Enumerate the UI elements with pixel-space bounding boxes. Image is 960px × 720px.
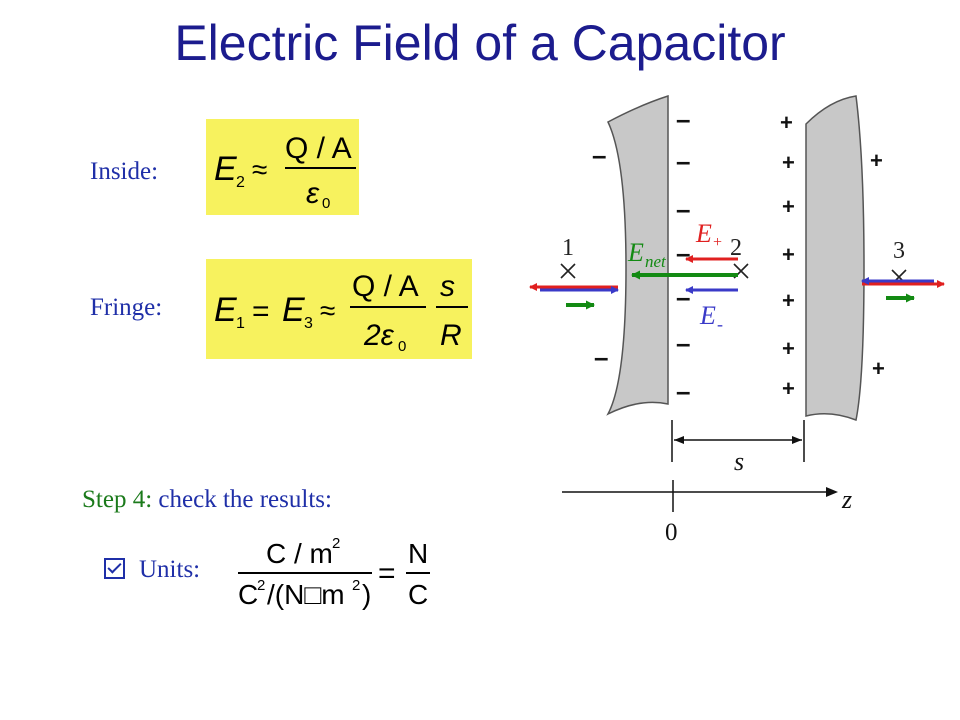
- e-net-sub: net: [645, 252, 667, 271]
- inside-approx: ≈: [252, 154, 267, 185]
- units-den-c-sup: 2: [257, 577, 265, 594]
- minus-charge: –: [676, 328, 690, 358]
- minus-charge: –: [676, 146, 690, 176]
- dimension-arrow-left-icon: [674, 436, 684, 444]
- fringe-approx: ≈: [320, 295, 335, 326]
- units-den-rest: /(N□m: [267, 579, 345, 610]
- plus-charge: +: [782, 376, 795, 401]
- e-minus-sub: -: [717, 314, 723, 334]
- fringe-den: 2ε: [363, 319, 395, 352]
- minus-charge: –: [676, 194, 690, 224]
- fringe-r: R: [440, 319, 462, 352]
- negative-plate: [606, 94, 669, 416]
- point-1-cross-icon: [560, 263, 576, 279]
- plus-charge: +: [782, 288, 795, 313]
- fringe-formula: E 1 = E 3 ≈ Q / A 2ε 0 s R: [214, 270, 468, 355]
- minus-charge: –: [592, 140, 606, 170]
- fringe-num: Q / A: [352, 270, 419, 303]
- minus-charge: –: [676, 104, 690, 134]
- minus-charge: –: [594, 342, 608, 372]
- origin-label: 0: [665, 519, 678, 546]
- e-minus-label: E: [699, 301, 716, 330]
- e-net-label: E: [627, 238, 644, 267]
- point-2-label: 2: [730, 235, 742, 261]
- fringe-den-sub: 0: [398, 338, 406, 355]
- plus-charge: +: [870, 148, 883, 173]
- plus-charge: +: [782, 336, 795, 361]
- minus-charge: –: [676, 282, 690, 312]
- units-num: C / m: [266, 538, 333, 569]
- inside-num: Q / A: [285, 132, 352, 165]
- slide-title: Electric Field of a Capacitor: [174, 15, 786, 71]
- units-den-m-sup: 2: [352, 577, 360, 594]
- fringe-s: s: [440, 270, 455, 303]
- units-den-c: C: [238, 579, 258, 610]
- inside-lhs: E: [214, 150, 237, 188]
- units-num-sup: 2: [332, 535, 340, 552]
- fringe-e3: E: [282, 291, 305, 329]
- positive-charges: + + + + + + + + +: [780, 110, 885, 401]
- e-plus-label: E: [695, 219, 712, 248]
- z-axis-label: z: [841, 485, 852, 514]
- step-label: Step 4:: [82, 486, 153, 513]
- fringe-e3-sub: 3: [304, 315, 313, 332]
- point-markers: [560, 263, 907, 285]
- separation-label: s: [734, 447, 744, 476]
- fringe-eq: =: [252, 295, 270, 328]
- inside-lhs-sub: 2: [236, 174, 245, 191]
- z-axis-arrow-icon: [826, 487, 838, 497]
- inside-den: ε: [306, 177, 320, 210]
- units-den-close: ): [362, 579, 371, 610]
- fringe-label: Fringe:: [90, 294, 163, 321]
- plus-charge: +: [782, 242, 795, 267]
- plus-charge: +: [872, 356, 885, 381]
- dimension-arrow-right-icon: [792, 436, 802, 444]
- point-1-label: 1: [562, 235, 574, 261]
- plus-charge: +: [780, 110, 793, 135]
- inside-den-sub: 0: [322, 195, 330, 212]
- plus-charge: +: [782, 194, 795, 219]
- inside-label: Inside:: [90, 158, 159, 185]
- fringe-e1: E: [214, 291, 237, 329]
- point-3-label: 3: [893, 238, 905, 264]
- positive-plate: [805, 95, 865, 422]
- plus-charge: +: [782, 150, 795, 175]
- minus-charge: –: [676, 238, 690, 268]
- checkbox-checked-icon: [104, 558, 125, 579]
- units-label: Units:: [139, 556, 201, 583]
- negative-charges: – – – – – – – – –: [592, 104, 690, 406]
- step-text: check the results:: [152, 486, 332, 513]
- minus-charge: –: [676, 376, 690, 406]
- units-eq: =: [378, 557, 396, 590]
- inside-formula: E 2 ≈ Q / A ε 0: [214, 132, 356, 212]
- units-formula: C / m 2 C 2 /(N□m 2 ) = N C: [238, 535, 430, 610]
- units-rhs-num: N: [408, 538, 428, 569]
- units-rhs-den: C: [408, 579, 428, 610]
- step-heading: Step 4: check the results:: [82, 486, 332, 514]
- fringe-e1-sub: 1: [236, 315, 245, 332]
- fringe-formula-box: [206, 259, 472, 359]
- separation-dimension: [671, 420, 805, 462]
- e-plus-sub: +: [713, 234, 722, 251]
- units-row: Units:: [104, 556, 200, 584]
